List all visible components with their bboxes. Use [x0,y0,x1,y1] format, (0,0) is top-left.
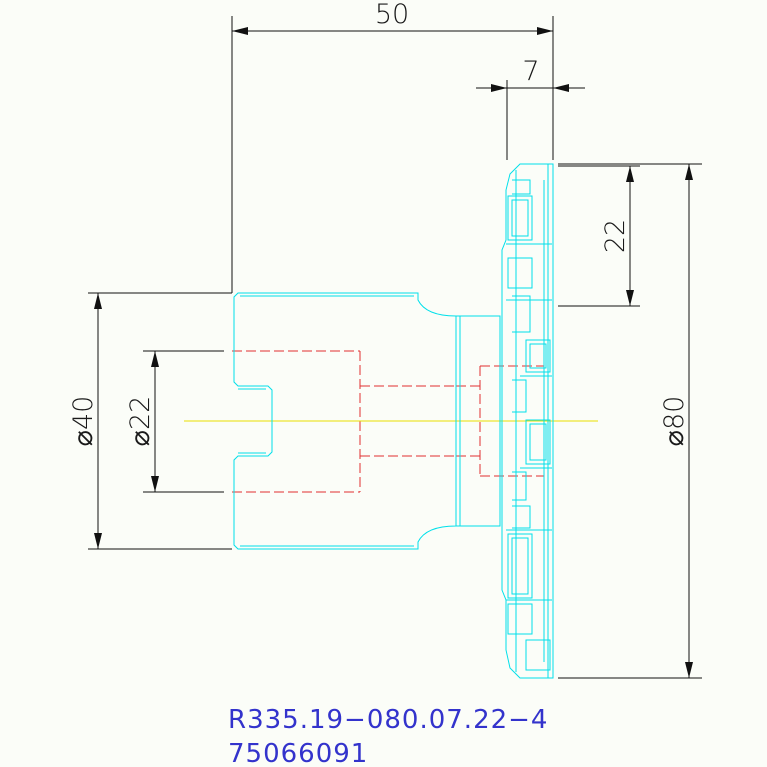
cutter-outline [501,163,554,679]
shank-outline [233,292,501,550]
dim-bore-diameter: ⌀22 [125,396,156,447]
dim-cut-depth: 22 [600,219,631,253]
hidden-lines [232,350,544,493]
dimension-lines [88,16,702,679]
part-number: 75066091 [228,739,368,767]
dim-shank-diameter: ⌀40 [68,396,99,447]
dim-insert-width: 7 [522,56,539,87]
part-code: R335.19−080.07.22−4 [228,705,548,735]
dimension-arrows [94,27,693,678]
dim-overall-length: 50 [375,0,409,30]
dim-cutter-diameter: ⌀80 [659,396,690,447]
